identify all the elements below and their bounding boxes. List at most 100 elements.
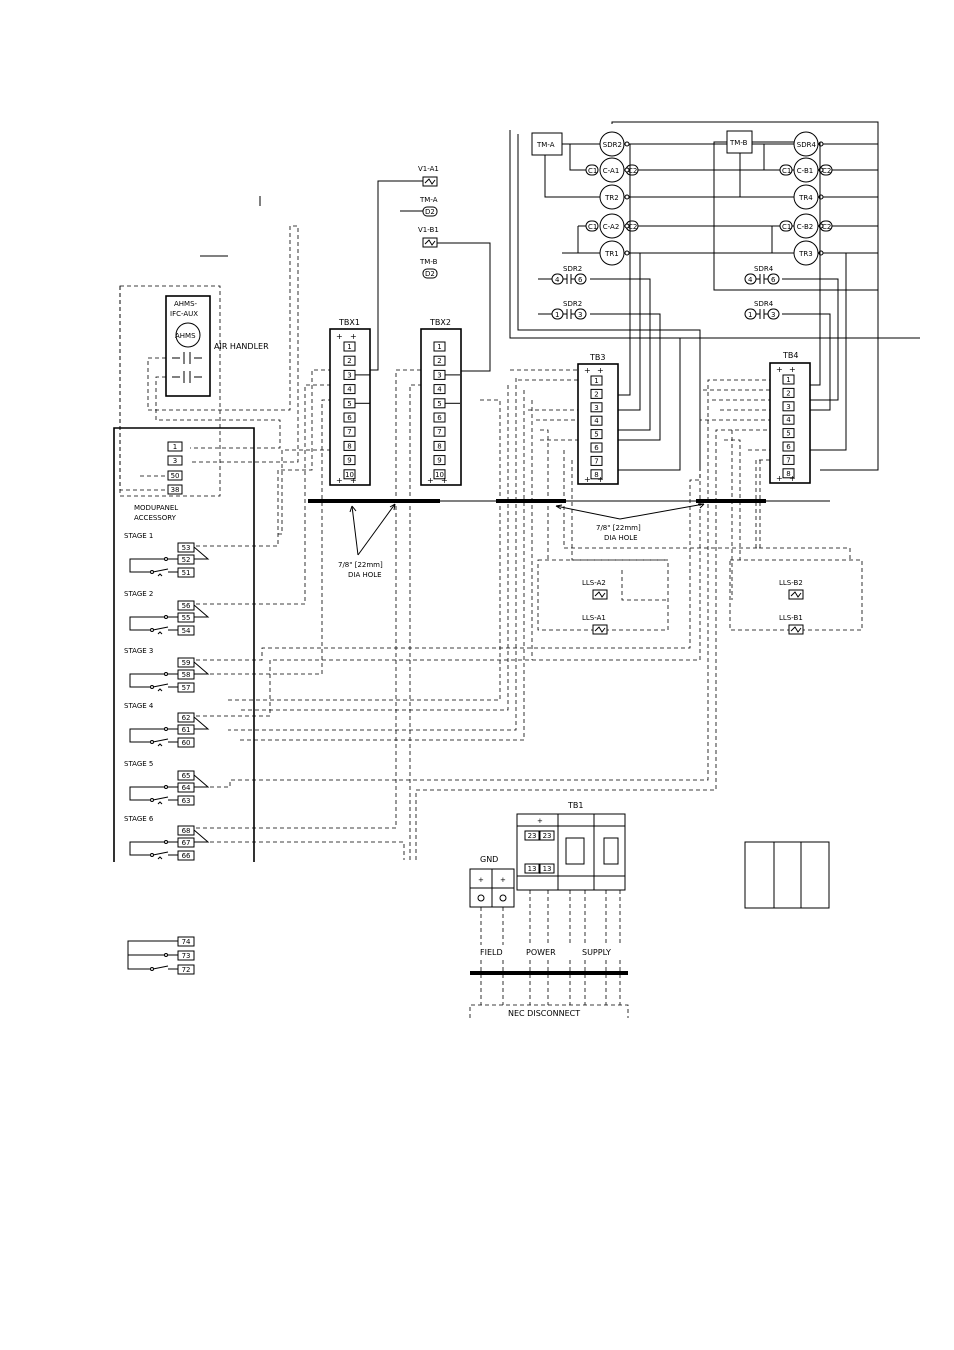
contact-terminal <box>767 308 780 320</box>
lls-b1-label: LLS-B1 <box>779 614 803 622</box>
ahms-circle-label: AHMS <box>175 332 196 340</box>
tb3-terminal-3 <box>590 402 603 413</box>
tb4-terminal-6-text: 6 <box>786 443 791 451</box>
tb4-plus: + <box>776 474 783 483</box>
stage-wire <box>129 673 178 688</box>
tb3-terminal-5-text: 5 <box>594 431 598 439</box>
coil-terminal-label: C1 <box>782 167 791 175</box>
tbx1-terminal-4-text: 4 <box>347 386 352 394</box>
aux-terminal-1-text: 1 <box>173 443 177 451</box>
stage-wire <box>193 829 210 843</box>
tbx1-terminal-3-text: 3 <box>347 371 351 379</box>
extra-wire <box>127 940 178 955</box>
coil-tr4 <box>793 184 819 210</box>
stage-terminal-60-text: 60 <box>182 739 191 747</box>
stage-terminal-53-text: 53 <box>182 544 191 552</box>
contact-terminal-label: 6 <box>578 276 583 284</box>
stage-terminal-59-text: 59 <box>182 659 191 667</box>
modupanel-label-2: ACCESSORY <box>134 514 177 522</box>
stage-terminal-64-text: 64 <box>182 784 191 792</box>
switch-node <box>164 672 168 676</box>
lls-a2-label: LLS-A2 <box>582 579 606 587</box>
aux-terminal-50 <box>167 470 183 481</box>
field-label: FIELD <box>480 948 503 957</box>
coil-node <box>624 223 630 229</box>
tb3-terminal-2-text: 2 <box>594 390 598 398</box>
stage-label: STAGE 4 <box>124 702 154 710</box>
stage-terminal-61-text: 61 <box>182 726 191 734</box>
switch-mark <box>157 631 163 635</box>
coil-terminal-label: C2 <box>628 223 637 231</box>
supply-label: SUPPLY <box>582 948 611 957</box>
ahms-ifc-aux-module: AHMS- IFC-AUX AHMS AIR HANDLER <box>119 285 269 497</box>
tbx2-terminal-5-text: 5 <box>437 400 441 408</box>
coil-label: C-B2 <box>797 223 813 231</box>
lls-a-group: LLS-A2 LLS-A1 <box>537 559 669 635</box>
power-label: POWER <box>526 948 556 957</box>
tb4-terminal-6 <box>782 441 795 452</box>
contact-terminal-label: 4 <box>555 276 560 284</box>
stage-label: STAGE 6 <box>124 815 154 823</box>
coil-terminal-label: C1 <box>588 223 597 231</box>
coil-terminal-label: C2 <box>822 223 831 231</box>
extra-wire <box>127 954 178 970</box>
aux-terminal-50-text: 50 <box>171 472 180 480</box>
coil-terminal-label: C1 <box>782 223 791 231</box>
tbx1-plus: + <box>350 332 357 341</box>
switch-node <box>164 840 168 844</box>
extra-terminal-73-text: 73 <box>182 952 191 960</box>
coil-wire <box>763 144 772 171</box>
tb3-terminal-8-text: 8 <box>594 471 598 479</box>
tb4-terminal-4-text: 4 <box>786 416 791 424</box>
tbx1-terminal-8-text: 8 <box>347 442 351 450</box>
tbx2-terminal-8 <box>433 440 446 451</box>
coil-wire <box>771 226 794 254</box>
stage-terminal-67-text: 67 <box>182 839 191 847</box>
tbx1-terminal-6-text: 6 <box>347 414 352 422</box>
stage-terminal-56-text: 56 <box>182 602 191 610</box>
coil-node <box>624 250 630 256</box>
contact-terminal <box>574 273 587 285</box>
coil-label: SDR4 <box>797 141 817 149</box>
tb4-terminal-5 <box>782 428 795 439</box>
tbx2-terminal-9-text: 9 <box>437 457 441 465</box>
nec-disconnect-label: NEC DISCONNECT <box>508 1009 580 1018</box>
ahms-label-2: IFC-AUX <box>170 310 198 318</box>
switch-mark <box>157 856 163 860</box>
gnd-terminal: GND + + <box>469 855 515 908</box>
gnd-plus: + <box>500 876 506 884</box>
gnd-label: GND <box>480 855 498 864</box>
coil-label: TR2 <box>604 194 619 202</box>
stage-wire <box>129 616 178 631</box>
stage-terminal-66-text: 66 <box>182 852 191 860</box>
switch-node <box>164 615 168 619</box>
tbx1-terminal-4 <box>343 384 356 395</box>
stage-wire <box>193 774 210 788</box>
modupanel-label-1: MODUPANEL <box>134 504 178 512</box>
stage-terminal-62-text: 62 <box>182 714 191 722</box>
coil-wire <box>569 144 578 171</box>
tb3-terminal-5 <box>590 429 603 440</box>
stage-terminal-68-text: 68 <box>182 827 191 835</box>
coil-c-b2 <box>793 213 819 239</box>
stage-terminal-51-text: 51 <box>182 569 191 577</box>
stage-wire <box>193 604 210 618</box>
tbx2-terminal-4-text: 4 <box>437 386 442 394</box>
stage-terminal-65-text: 65 <box>182 772 191 780</box>
coil-c-b1 <box>793 157 819 183</box>
aux-terminal-1 <box>167 441 183 452</box>
d2-label: D2 <box>425 208 435 216</box>
tb1-terminal-13 <box>539 863 555 874</box>
contact-terminal-label: 3 <box>578 311 582 319</box>
switch-node <box>164 727 168 731</box>
sdr4-label-a: SDR4 <box>754 265 774 273</box>
tbx2-terminal-6 <box>433 412 446 423</box>
tb1-label: TB1 <box>567 801 583 810</box>
tbx2-label: TBX2 <box>429 318 451 327</box>
tbx1-plus: + <box>350 476 357 485</box>
tbx2-terminal-7-text: 7 <box>437 428 441 436</box>
switch-node <box>164 785 168 789</box>
